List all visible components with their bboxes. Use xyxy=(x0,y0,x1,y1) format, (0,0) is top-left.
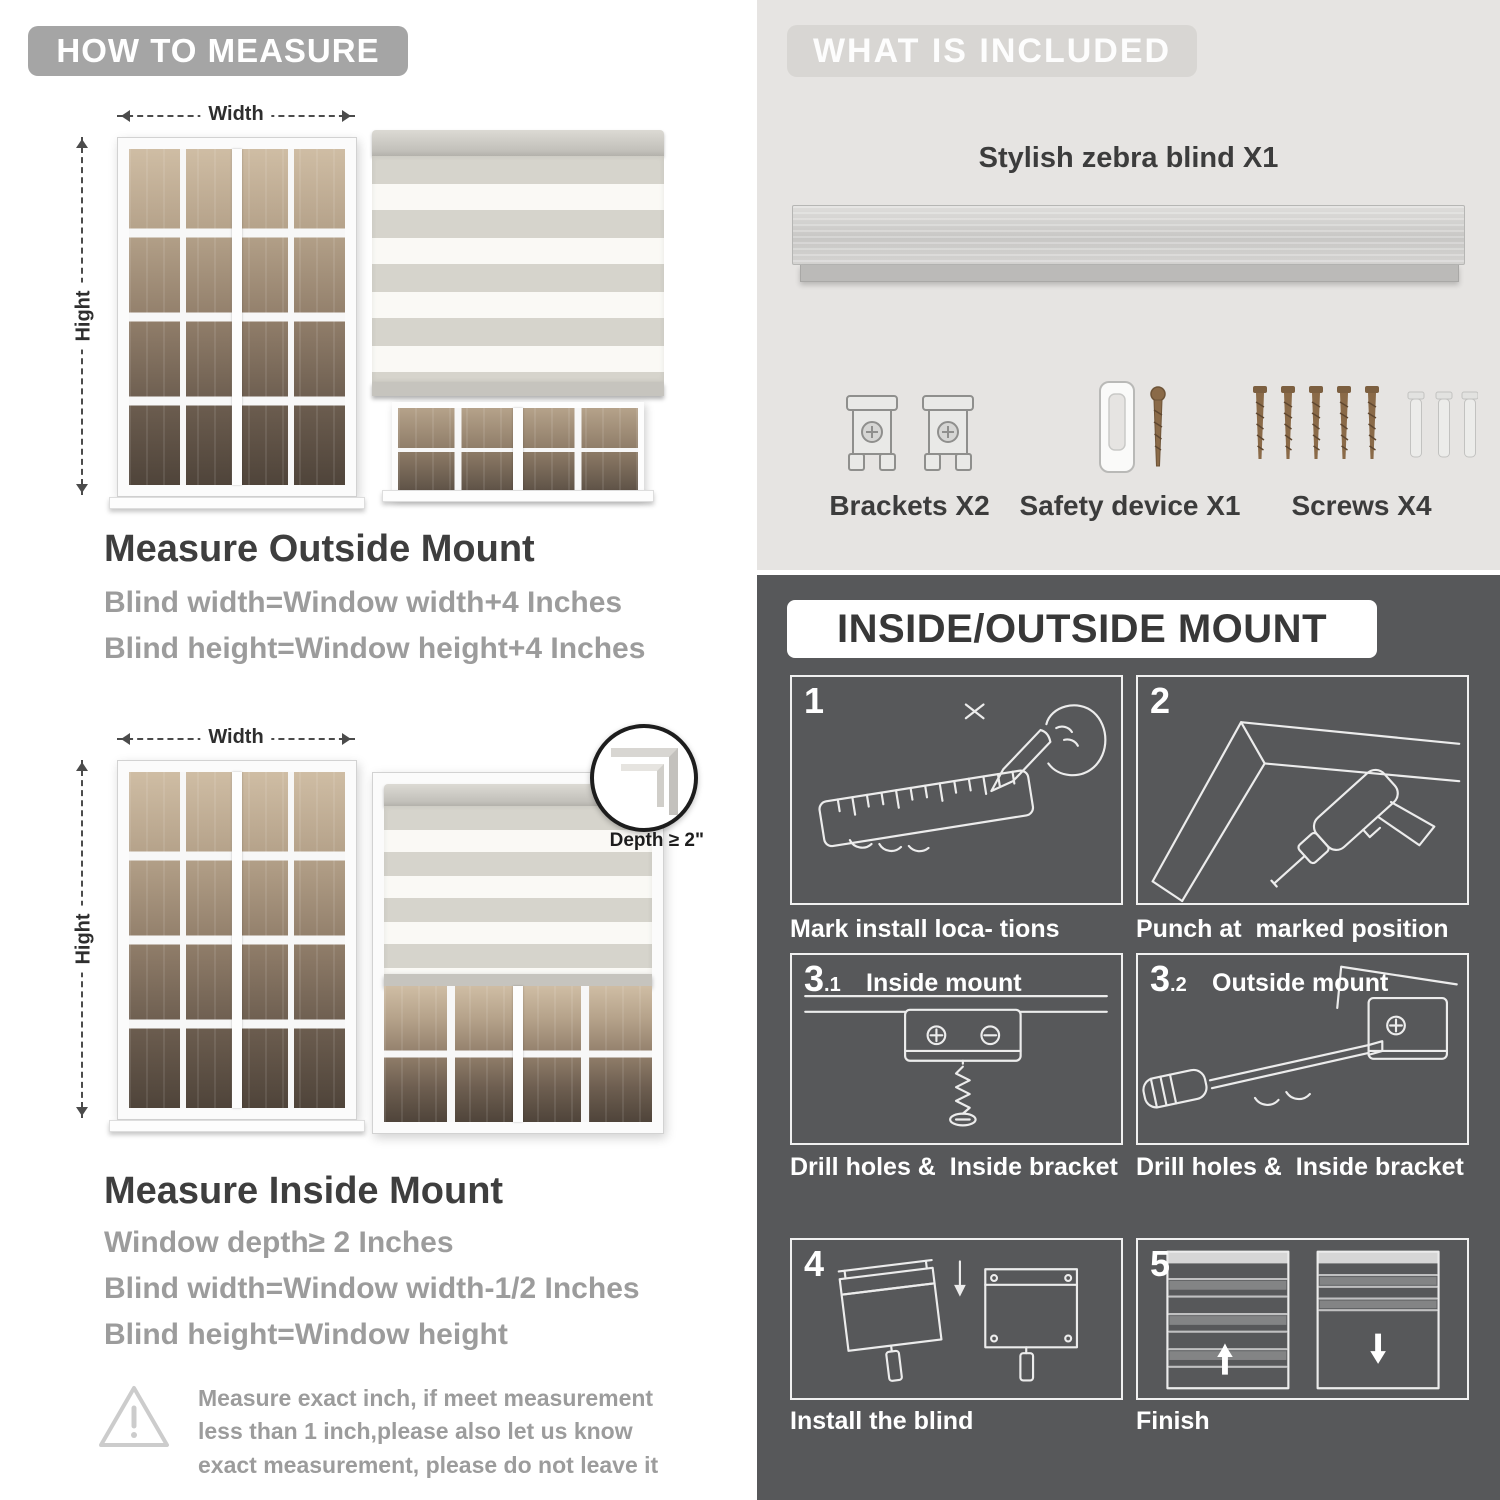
inside-formula-width: Blind width=Window width-1/2 Inches xyxy=(104,1272,640,1305)
window-sill xyxy=(109,497,365,509)
drill-illustration xyxy=(1151,721,1461,903)
window-frame xyxy=(372,772,664,1134)
window-below-blind xyxy=(382,396,654,506)
zebra-blind-headrail-illustration xyxy=(792,205,1465,282)
mount-guide-section: INSIDE/OUTSIDE MOUNT 1 Mark install loc xyxy=(757,575,1500,1500)
height-arrow: Hight xyxy=(72,760,96,1118)
install-blind-illustration xyxy=(837,1258,1079,1382)
what-is-included-section: WHAT IS INCLUDED Stylish zebra blind X1 xyxy=(757,0,1500,570)
blind-cassette xyxy=(384,784,652,806)
inside-formula-height: Blind height=Window height xyxy=(104,1318,508,1351)
step-number: 3.2 xyxy=(1150,958,1187,999)
step-panel-2: 2 xyxy=(1136,675,1469,905)
blind-bottom-rail xyxy=(372,382,664,396)
window-below-blind xyxy=(384,986,652,1122)
included-item-screws: Screws X4 xyxy=(1239,350,1484,522)
step-panel-3-1: 3.1 Inside mount xyxy=(790,953,1123,1145)
step-caption-4: Install the blind xyxy=(790,1407,974,1435)
step-caption-5: Finish xyxy=(1136,1407,1210,1435)
warning-triangle-icon xyxy=(99,1386,169,1447)
how-to-measure-header: HOW TO MEASURE xyxy=(28,26,408,76)
step-panel-3-2: 3.2 Outside mount xyxy=(1136,953,1469,1145)
depth-zoom-circle xyxy=(590,724,698,832)
mark-locations-illustration xyxy=(818,703,1107,853)
outside-measure-window-figure: Width Hight xyxy=(55,103,367,509)
step-number: 3.1 xyxy=(804,958,841,999)
width-arrow: Width xyxy=(117,103,355,126)
step-panel-4: 4 xyxy=(790,1238,1123,1400)
height-label: Hight xyxy=(72,282,96,350)
window-panes xyxy=(129,772,345,1108)
outside-mount-blind-figure xyxy=(372,130,664,506)
bracket-icon xyxy=(845,395,898,471)
screws-label: Screws X4 xyxy=(1291,490,1432,521)
how-to-measure-section: HOW TO MEASURE Width Hight xyxy=(28,26,704,1482)
step-caption-3-1: Drill holes & Inside bracket xyxy=(790,1153,1118,1181)
step-number: 4 xyxy=(804,1243,825,1284)
inside-measure-window-figure: Width Hight xyxy=(55,726,367,1132)
height-arrow: Hight xyxy=(72,137,96,495)
warning-text: Measure exact inch, if meet measurement … xyxy=(198,1385,659,1478)
finish-illustration xyxy=(1166,1250,1440,1390)
inside-formula-depth: Window depth≥ 2 Inches xyxy=(104,1226,454,1259)
inside-mount-title: Measure Inside Mount xyxy=(104,1170,504,1212)
blind-cassette xyxy=(372,130,664,156)
included-item-brackets: Brackets X2 xyxy=(797,350,1022,522)
blind-bottom-rail xyxy=(384,974,652,986)
window-sill xyxy=(382,490,654,502)
step-title: Inside mount xyxy=(866,969,1022,997)
step-number: 5 xyxy=(1150,1243,1171,1284)
height-label: Hight xyxy=(72,905,96,973)
what-is-included-header: WHAT IS INCLUDED xyxy=(787,25,1197,77)
brackets-label: Brackets X2 xyxy=(829,490,990,521)
outside-bracket-illustration xyxy=(1142,965,1458,1109)
width-label: Width xyxy=(200,103,272,126)
step-title: Outside mount xyxy=(1212,969,1389,997)
width-label: Width xyxy=(200,726,272,749)
window-illustration xyxy=(117,760,357,1120)
safety-device-icon xyxy=(1099,381,1166,473)
window-illustration xyxy=(117,137,357,497)
mount-guide-header: INSIDE/OUTSIDE MOUNT xyxy=(787,600,1377,658)
zebra-stripes xyxy=(372,156,664,382)
inside-bracket-illustration xyxy=(804,995,1108,1127)
step-number: 1 xyxy=(804,680,825,721)
bracket-icon xyxy=(921,395,974,471)
outside-formula-width: Blind width=Window width+4 Inches xyxy=(104,586,623,619)
width-arrow: Width xyxy=(117,726,355,749)
step-panel-5: 5 xyxy=(1136,1238,1469,1400)
step-caption-3-2: Drill holes & Inside bracket xyxy=(1136,1153,1464,1181)
step-caption-2: Punch at marked position xyxy=(1136,915,1449,943)
screws-icon xyxy=(1252,386,1478,459)
product-label: Stylish zebra blind X1 xyxy=(978,142,1279,174)
step-caption-1: Mark install loca- tions xyxy=(790,915,1060,943)
depth-note: Depth ≥ 2" xyxy=(609,830,704,851)
included-item-safety-device: Safety device X1 xyxy=(1019,350,1241,522)
window-sill xyxy=(109,1120,365,1132)
outside-formula-height: Blind height=Window height+4 Inches xyxy=(104,632,646,665)
safety-device-label: Safety device X1 xyxy=(1019,490,1241,521)
outside-mount-title: Measure Outside Mount xyxy=(104,528,535,570)
measurement-warning: Measure exact inch, if meet measurement … xyxy=(96,1382,676,1482)
zebra-stripes xyxy=(384,806,652,974)
step-number: 2 xyxy=(1150,680,1171,721)
window-panes xyxy=(129,149,345,485)
inside-mount-blind-figure: Depth ≥ 2" xyxy=(372,724,704,1134)
step-panel-1: 1 xyxy=(790,675,1123,905)
